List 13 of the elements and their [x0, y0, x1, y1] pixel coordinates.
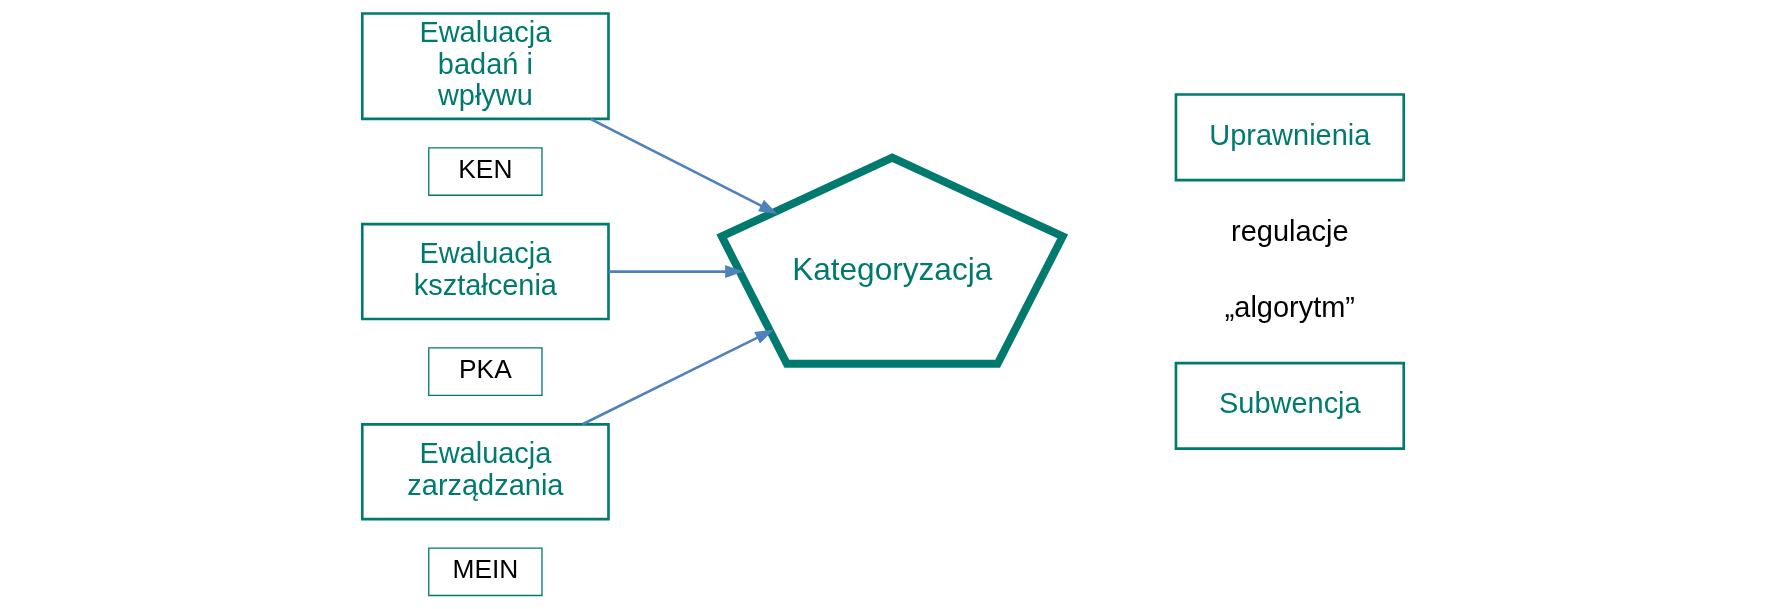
node-box: Ewaluacja zarządzania — [360, 423, 610, 521]
node-box: KEN — [427, 147, 543, 196]
arrow — [608, 265, 744, 279]
node-box: Ewaluacja badań i wpływu — [360, 12, 610, 121]
label: regulacje — [1230, 214, 1349, 247]
node-box: Ewaluacja kształcenia — [360, 222, 610, 321]
label: „algorytm” — [1224, 291, 1355, 324]
node-box: PKA — [427, 347, 543, 396]
arrow — [589, 117, 777, 214]
node-box: Subwencja — [1174, 361, 1405, 450]
node-box: MEIN — [427, 547, 543, 597]
arrow — [581, 329, 774, 426]
node-box: Uprawnienia — [1174, 93, 1405, 182]
